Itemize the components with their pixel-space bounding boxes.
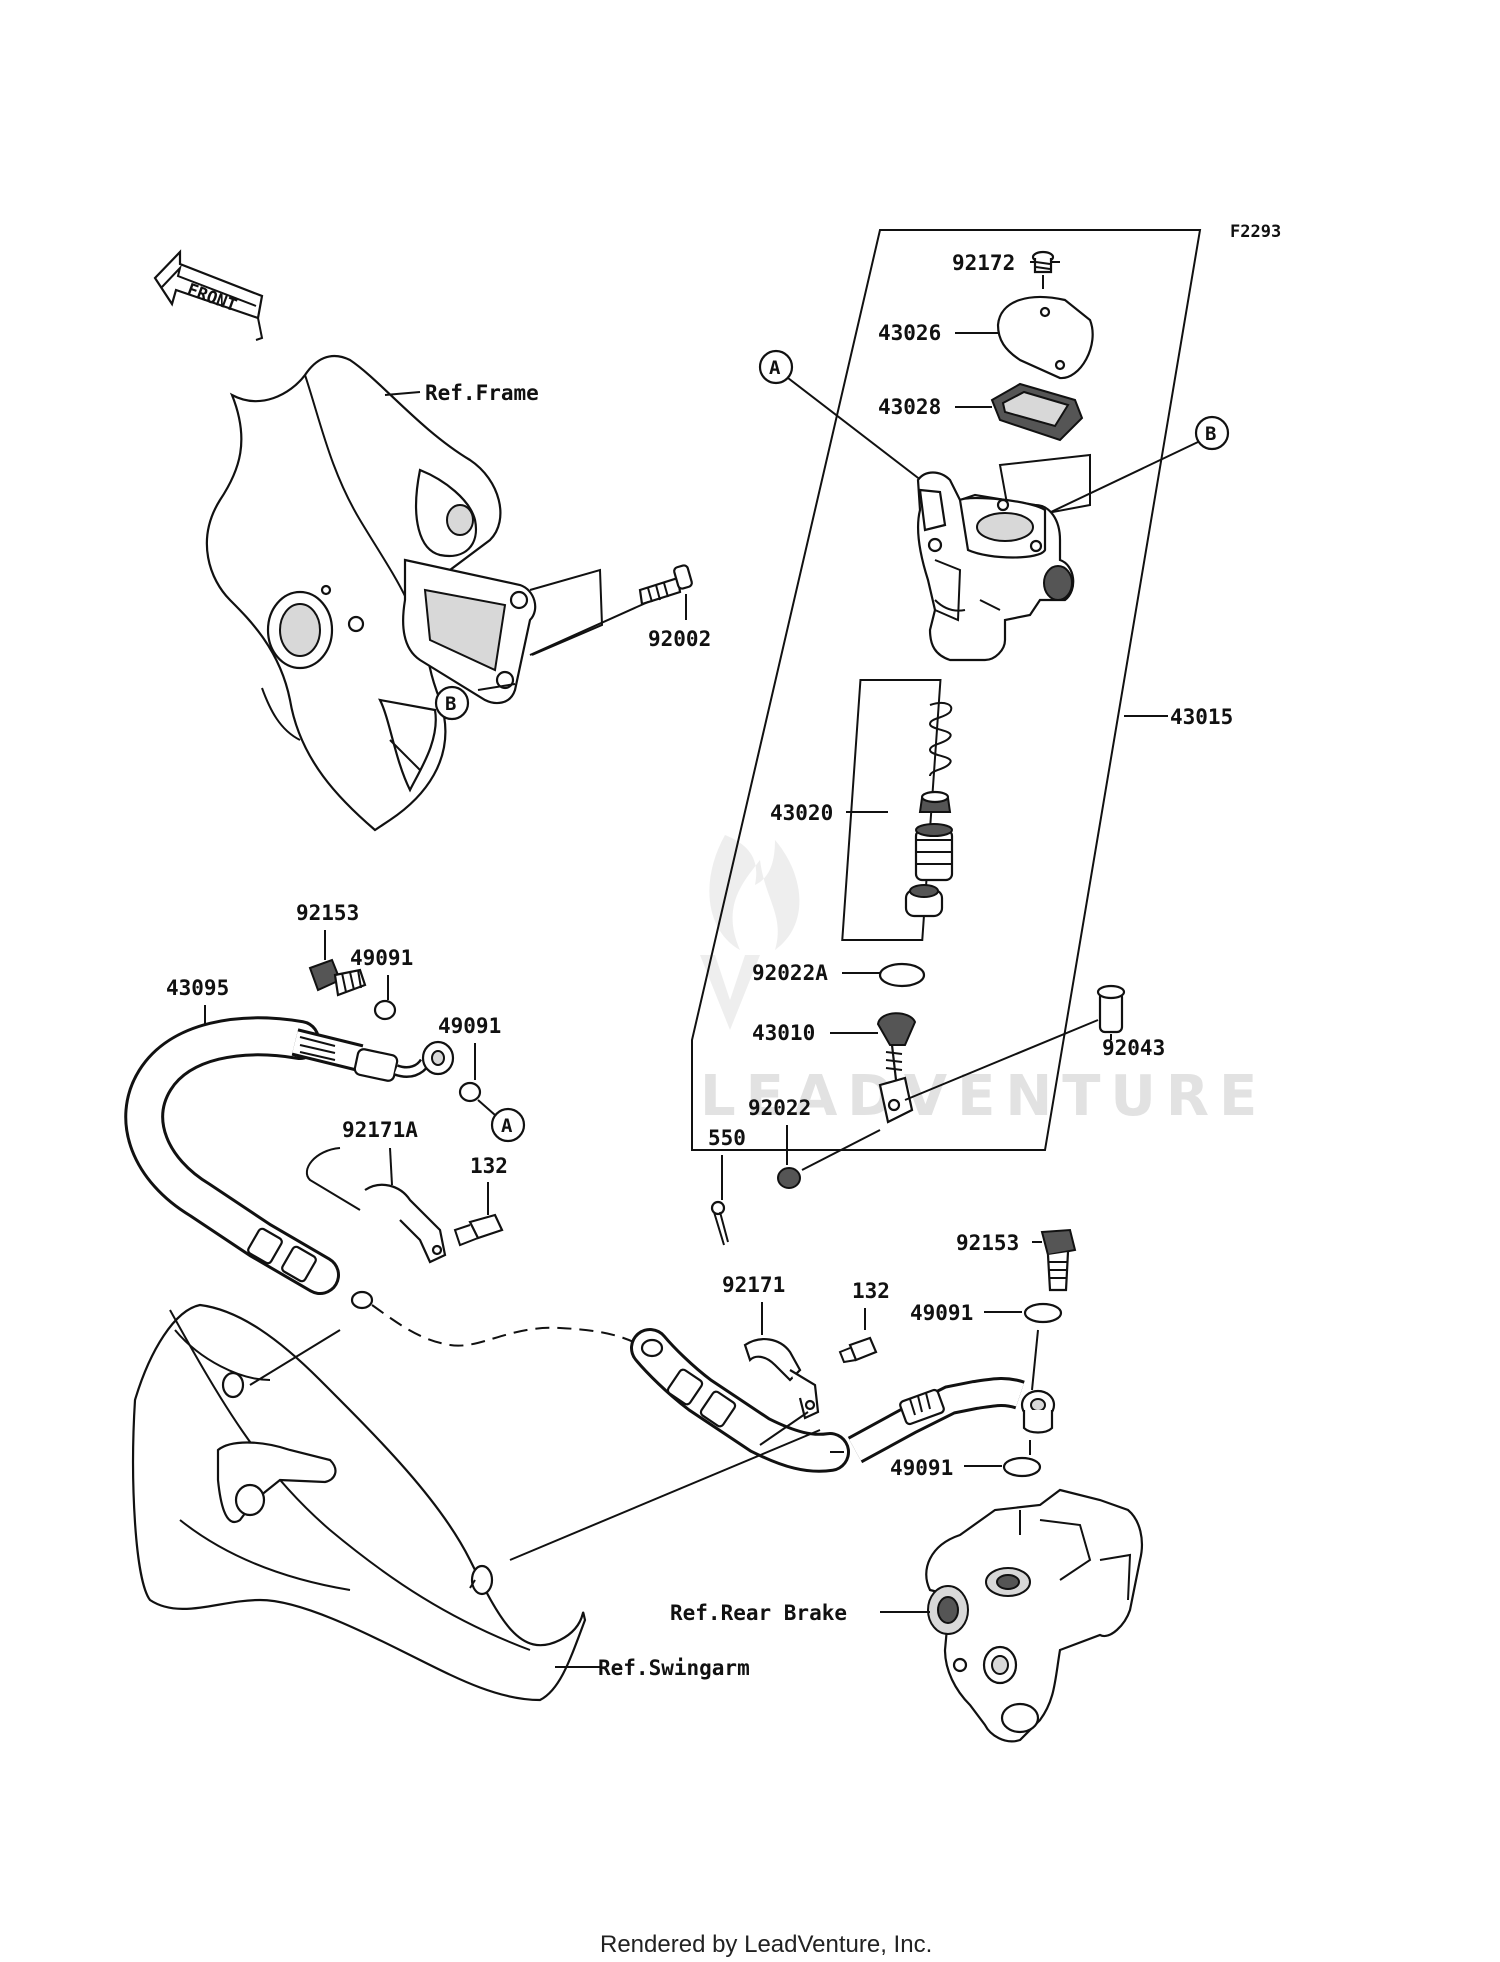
washer-49091-top-a-icon — [373, 999, 397, 1021]
clamp-92171-icon — [743, 1338, 820, 1420]
part-label-49091-lower-b: 49091 — [890, 1456, 953, 1480]
washer-49091-top-b-icon — [458, 1081, 482, 1103]
ref-rear-brake-label: Ref.Rear Brake — [670, 1601, 847, 1625]
diaphragm-43028-icon — [990, 382, 1084, 442]
bolt-plane-92002 — [529, 568, 604, 656]
banjo-bolt-92153-top-icon — [308, 958, 367, 997]
snap-ring-92022A-icon — [878, 962, 926, 988]
washer-49091-lower-b-icon — [1002, 1456, 1042, 1478]
front-arrow-icon: FRONT — [153, 249, 264, 341]
spring-icon — [928, 702, 953, 777]
bolt-132-top-icon — [453, 1213, 504, 1247]
frame-bracket-drawing — [205, 354, 537, 832]
assembly-outline-43015 — [691, 229, 1202, 1151]
seal-icon — [904, 884, 944, 918]
leader-a-hose — [477, 1099, 496, 1116]
part-label-92022A: 92022A — [752, 961, 828, 985]
leader-b-top — [1029, 441, 1199, 523]
part-label-43095: 43095 — [166, 976, 229, 1000]
push-rod-43010-icon — [876, 1012, 917, 1124]
part-label-132-top: 132 — [470, 1154, 508, 1178]
part-label-43010: 43010 — [752, 1021, 815, 1045]
cotter-pin-550-icon — [710, 1200, 729, 1246]
part-label-92153-top: 92153 — [296, 901, 359, 925]
washer-49091-lower-a-icon — [1023, 1302, 1063, 1324]
marker-b-top — [1194, 415, 1230, 451]
ref-swingarm-label: Ref.Swingarm — [598, 1656, 750, 1680]
leader-bolt-axis — [1031, 1329, 1039, 1391]
marker-a-top — [758, 349, 794, 385]
leader-b-frame — [477, 683, 516, 691]
reservoir-cap-43026-icon — [996, 296, 1094, 380]
pin-92043-icon — [1096, 984, 1126, 1034]
leader-pin-line — [904, 1019, 1099, 1101]
ref-frame-label: Ref.Frame — [425, 381, 539, 405]
part-label-550: 550 — [708, 1126, 746, 1150]
brake-hose-lower-icon — [630, 1328, 850, 1473]
part-label-49091-top-a: 49091 — [350, 946, 413, 970]
marker-a-top-label: A — [769, 357, 781, 379]
leader-ref-frame — [384, 391, 421, 396]
part-label-92172: 92172 — [952, 251, 1015, 275]
marker-a-hose — [490, 1107, 526, 1143]
part-label-92022: 92022 — [748, 1096, 811, 1120]
swingarm-drawing — [132, 1303, 821, 1702]
marker-b-frame-label: B — [445, 693, 456, 715]
part-label-43015: 43015 — [1170, 705, 1233, 729]
leader-92171-link — [759, 1411, 809, 1446]
brake-hose-43095-icon — [124, 1016, 455, 1310]
clamp-92171A-icon — [305, 1147, 447, 1264]
hose-routing-dashed — [371, 1304, 641, 1347]
marker-b-top-label: B — [1205, 423, 1216, 445]
part-label-43028: 43028 — [878, 395, 941, 419]
part-label-92171A: 92171A — [342, 1118, 418, 1142]
piston-cup-icon — [918, 790, 952, 813]
leader-92002-plane — [529, 601, 649, 656]
marker-b-frame — [434, 685, 470, 721]
part-label-49091-top-b: 49091 — [438, 1014, 501, 1038]
part-label-92043: 92043 — [1102, 1036, 1165, 1060]
part-label-43020: 43020 — [770, 801, 833, 825]
part-label-132-lower: 132 — [852, 1279, 890, 1303]
screw-92172-icon — [1031, 250, 1055, 274]
watermark-text: LEADVENTURE — [700, 1064, 1267, 1129]
piston-icon — [914, 823, 954, 882]
master-cylinder-body-icon — [916, 453, 1091, 662]
part-label-43026: 43026 — [878, 321, 941, 345]
leader-a-top — [787, 377, 927, 485]
part-label-92153-lower: 92153 — [956, 1231, 1019, 1255]
bolt-132-lower-icon — [838, 1336, 878, 1364]
washer-92022-icon — [777, 1167, 801, 1189]
banjo-bolt-92153-lower-icon — [1040, 1228, 1077, 1292]
rear-brake-caliper-icon — [925, 1488, 1144, 1743]
part-label-92171: 92171 — [722, 1273, 785, 1297]
leadventure-watermark-logo — [700, 835, 800, 1030]
part-label-92002: 92002 — [648, 627, 711, 651]
footer-credit: Rendered by LeadVenture, Inc. — [600, 1931, 932, 1958]
steel-line-icon — [847, 1377, 1056, 1464]
figure-code: F2293 — [1230, 222, 1281, 242]
leader-92171A — [389, 1147, 393, 1186]
leader-92022-link — [801, 1129, 881, 1171]
marker-a-hose-label: A — [501, 1115, 513, 1137]
bolt-92002-icon — [638, 564, 693, 606]
part-label-49091-lower-a: 49091 — [910, 1301, 973, 1325]
